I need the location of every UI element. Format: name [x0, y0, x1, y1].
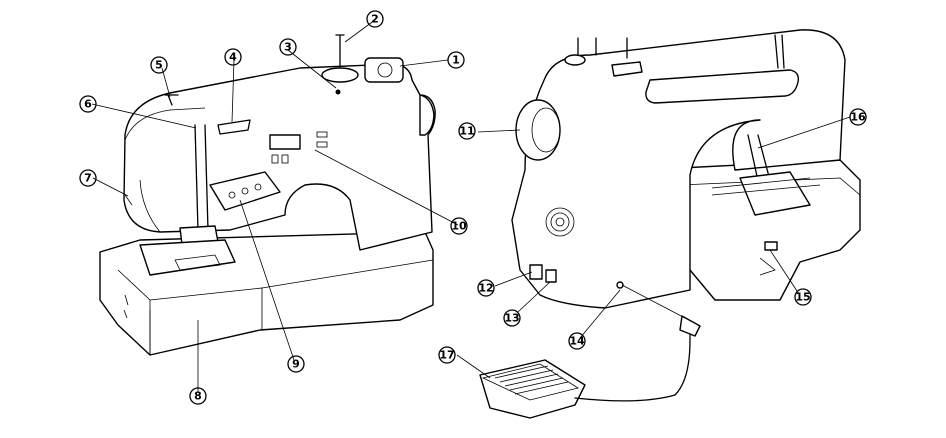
front-view-machine [99, 34, 436, 356]
svg-text:11: 11 [459, 125, 474, 138]
svg-text:12: 12 [478, 282, 493, 295]
callout-6: 6 [79, 95, 97, 113]
svg-text:13: 13 [504, 312, 519, 325]
callout-14: 14 [568, 332, 586, 350]
callout-4: 4 [224, 48, 242, 66]
callout-9: 9 [287, 355, 305, 373]
svg-text:5: 5 [155, 59, 163, 72]
svg-text:9: 9 [292, 358, 300, 371]
svg-text:1: 1 [452, 54, 460, 67]
callout-7: 7 [79, 169, 97, 187]
svg-text:2: 2 [371, 13, 379, 26]
callout-1: 1 [447, 51, 465, 69]
svg-text:17: 17 [439, 349, 454, 362]
svg-text:14: 14 [569, 335, 585, 348]
callout-3: 3 [279, 38, 297, 56]
callout-10: 10 [450, 217, 468, 235]
rear-bed [679, 159, 861, 301]
callout-8: 8 [189, 387, 207, 405]
callout-12: 12 [477, 279, 495, 297]
svg-text:15: 15 [795, 291, 810, 304]
rear-housing [511, 29, 846, 309]
callout-16: 16 [849, 108, 867, 126]
callout-2: 2 [366, 10, 384, 28]
callout-13: 13 [503, 309, 521, 327]
handwheel [515, 99, 561, 161]
svg-text:3: 3 [284, 41, 292, 54]
callout-17: 17 [438, 346, 456, 364]
svg-text:10: 10 [451, 220, 467, 233]
svg-text:16: 16 [850, 111, 866, 124]
svg-text:4: 4 [229, 51, 237, 64]
callout-11: 11 [458, 122, 476, 140]
front-arm [123, 63, 436, 251]
svg-text:6: 6 [84, 98, 92, 111]
callout-5: 5 [150, 56, 168, 74]
svg-text:7: 7 [84, 172, 92, 185]
foot-controller [479, 284, 701, 419]
svg-text:8: 8 [194, 390, 202, 403]
rear-view-machine [511, 29, 861, 309]
callout-15: 15 [794, 288, 812, 306]
leader-lines [91, 19, 851, 392]
